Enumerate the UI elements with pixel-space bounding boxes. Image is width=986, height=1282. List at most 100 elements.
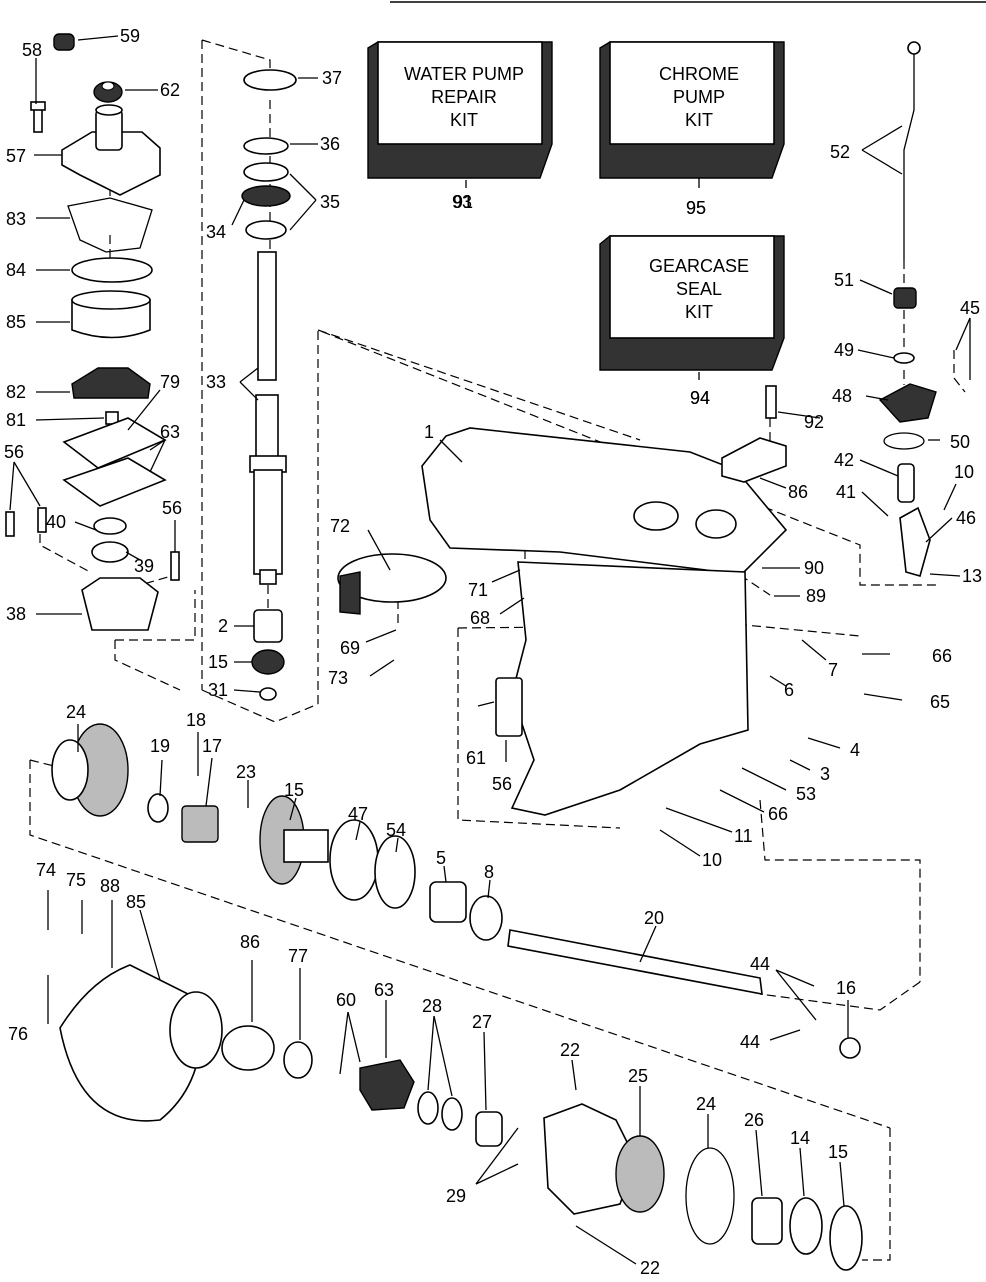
kit-label-line: KIT bbox=[685, 302, 713, 322]
part-label: 4 bbox=[850, 740, 860, 760]
part-label: 44 bbox=[750, 954, 770, 974]
part-label: 69 bbox=[340, 638, 360, 658]
part-label: 5 bbox=[436, 848, 446, 868]
part-label: 25 bbox=[628, 1066, 648, 1086]
part-label: 22 bbox=[640, 1258, 660, 1278]
part-label: 45 bbox=[960, 298, 980, 318]
part-label: 39 bbox=[134, 556, 154, 576]
kit-label-line: CHROME bbox=[659, 64, 739, 84]
part-label: 15 bbox=[208, 652, 228, 672]
part-label: 71 bbox=[468, 580, 488, 600]
part-label: 83 bbox=[6, 209, 26, 229]
part-label: 86 bbox=[240, 932, 260, 952]
part-label: 22 bbox=[560, 1040, 580, 1060]
part-label: 42 bbox=[834, 450, 854, 470]
part-label: 62 bbox=[160, 80, 180, 100]
part-label: 94 bbox=[690, 388, 710, 408]
part-label: 36 bbox=[320, 134, 340, 154]
part-label: 23 bbox=[236, 762, 256, 782]
part-label: 40 bbox=[46, 512, 66, 532]
part-label: 11 bbox=[734, 826, 753, 846]
part-label: 34 bbox=[206, 222, 226, 242]
part-label: 60 bbox=[336, 990, 356, 1010]
kit-label-line: KIT bbox=[450, 110, 478, 130]
part-label: 81 bbox=[6, 410, 26, 430]
part-label: 16 bbox=[836, 978, 856, 998]
part-label: 19 bbox=[150, 736, 170, 756]
part-label: 1 bbox=[424, 422, 434, 442]
part-label: 44 bbox=[740, 1032, 760, 1052]
kit-label-line: SEAL bbox=[676, 279, 722, 299]
part-label: 66 bbox=[932, 646, 952, 666]
part-label: 38 bbox=[6, 604, 26, 624]
part-label: 35 bbox=[320, 192, 340, 212]
part-shapes bbox=[5, 33, 937, 1271]
part-label: 95 bbox=[686, 198, 706, 218]
part-label: 59 bbox=[120, 26, 140, 46]
part-label: 56 bbox=[4, 442, 24, 462]
part-label: 57 bbox=[6, 146, 26, 166]
part-label: 50 bbox=[950, 432, 970, 452]
part-label: 2 bbox=[218, 616, 228, 636]
part-label: 66 bbox=[768, 804, 788, 824]
part-label: 10 bbox=[702, 850, 722, 870]
part-label: 15 bbox=[828, 1142, 848, 1162]
part-label: 63 bbox=[374, 980, 394, 1000]
part-label: 37 bbox=[322, 68, 342, 88]
part-label: 46 bbox=[956, 508, 976, 528]
part-label: 53 bbox=[796, 784, 816, 804]
part-label: 89 bbox=[806, 586, 826, 606]
part-label: 76 bbox=[8, 1024, 28, 1044]
part-label: 14 bbox=[790, 1128, 810, 1148]
part-label: 84 bbox=[6, 260, 26, 280]
part-label: 86 bbox=[788, 482, 808, 502]
part-label: 10 bbox=[954, 462, 974, 482]
kit-label-line: GEARCASE bbox=[649, 256, 749, 276]
part-label: 48 bbox=[832, 386, 852, 406]
part-label: 85 bbox=[6, 312, 26, 332]
part-label: 95 bbox=[686, 198, 706, 218]
part-label: 75 bbox=[66, 870, 86, 890]
part-label: 49 bbox=[834, 340, 854, 360]
part-label: 92 bbox=[804, 412, 824, 432]
part-label: 56 bbox=[492, 774, 512, 794]
part-label: 33 bbox=[206, 372, 226, 392]
part-label: 29 bbox=[446, 1186, 466, 1206]
part-label: 68 bbox=[470, 608, 490, 628]
part-label: 77 bbox=[288, 946, 308, 966]
leader-lines bbox=[9, 35, 971, 1265]
part-label: 54 bbox=[386, 820, 406, 840]
part-label: 41 bbox=[836, 482, 856, 502]
part-label: 18 bbox=[186, 710, 206, 730]
part-label: 90 bbox=[804, 558, 824, 578]
part-label: 91 bbox=[453, 192, 473, 212]
part-label: 31 bbox=[208, 680, 228, 700]
part-label: 94 bbox=[690, 388, 710, 408]
part-label: 79 bbox=[160, 372, 180, 392]
kit-label-line: KIT bbox=[685, 110, 713, 130]
part-label: 8 bbox=[484, 862, 494, 882]
part-label: 73 bbox=[328, 668, 348, 688]
part-label: 26 bbox=[744, 1110, 764, 1130]
part-label: 24 bbox=[696, 1094, 716, 1114]
part-label: 85 bbox=[126, 892, 146, 912]
part-label: 72 bbox=[330, 516, 350, 536]
part-label: 61 bbox=[466, 748, 486, 768]
part-label: 63 bbox=[160, 422, 180, 442]
part-label: 74 bbox=[36, 860, 56, 880]
part-label: 56 bbox=[162, 498, 182, 518]
part-label: 6 bbox=[784, 680, 794, 700]
part-label: 93 bbox=[452, 192, 472, 212]
part-label: 82 bbox=[6, 382, 26, 402]
part-label: 47 bbox=[348, 804, 368, 824]
kit-box-water-pump: WATER PUMP REPAIR KIT bbox=[367, 41, 553, 179]
kit-box-gearcase-seal: GEARCASE SEAL KIT bbox=[599, 235, 785, 371]
part-label: 24 bbox=[66, 702, 86, 722]
kit-box-chrome-pump: CHROME PUMP KIT bbox=[599, 41, 785, 179]
kit-label-line: WATER PUMP bbox=[404, 64, 524, 84]
part-label: 58 bbox=[22, 40, 42, 60]
part-label: 27 bbox=[472, 1012, 492, 1032]
part-label: 51 bbox=[834, 270, 854, 290]
part-label: 28 bbox=[422, 996, 442, 1016]
